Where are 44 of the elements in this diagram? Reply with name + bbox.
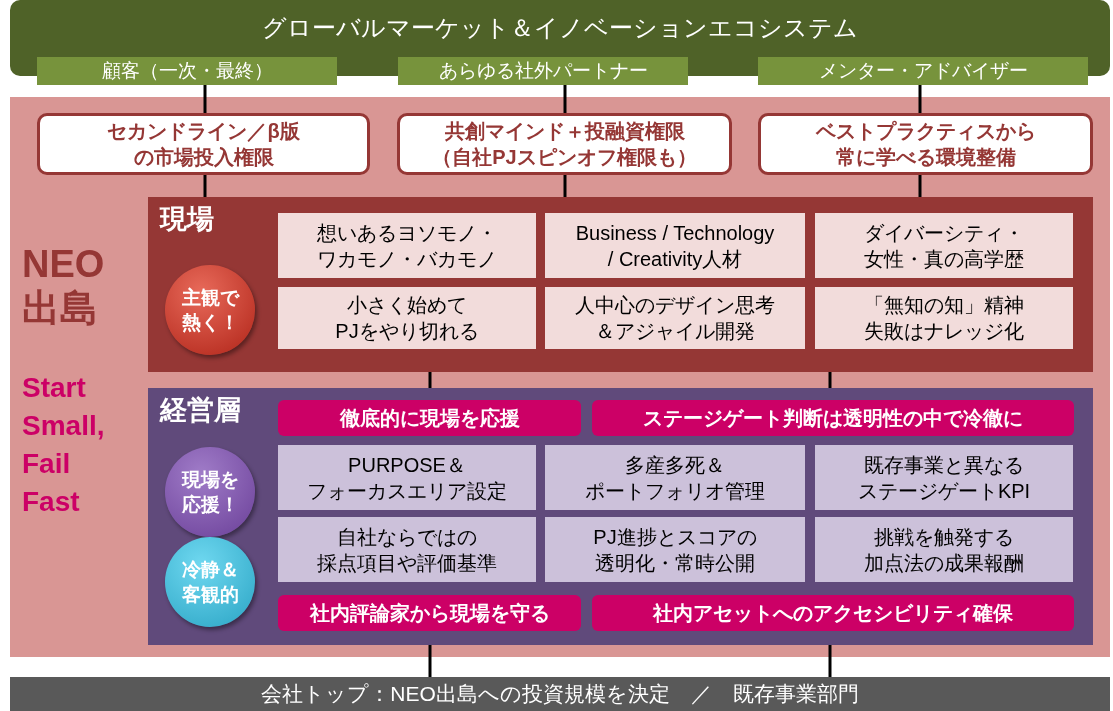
layer-panel (148, 388, 1093, 645)
text-box: 自社ならではの採点項目や評価基準 (278, 517, 536, 582)
text-box: ダイバーシティ・女性・真の高学歴 (815, 213, 1073, 278)
text-box: 「無知の知」精神失敗はナレッジ化 (815, 287, 1073, 349)
circle-badge: 現場を応援！ (165, 447, 255, 537)
text-box: PJ進捗とスコアの透明化・常時公開 (545, 517, 805, 582)
connector-line (918, 175, 922, 197)
text-box: 多産多死＆ポートフォリオ管理 (545, 445, 805, 510)
connector-line (828, 372, 832, 388)
partner-tab: 顧客（一次・最終） (37, 57, 337, 85)
text-box: 既存事業と異なるステージゲートKPI (815, 445, 1073, 510)
rounded-box: ベストプラクティスから常に学べる環境整備 (758, 113, 1093, 175)
connector-line (428, 372, 432, 388)
panel-title: 経営層 (160, 394, 241, 427)
connector-line (203, 175, 207, 197)
banner-box: ステージゲート判断は透明性の中で冷徹に (592, 400, 1074, 436)
connector-line (203, 85, 207, 113)
banner-box: 社内アセットへのアクセシビリティ確保 (592, 595, 1074, 631)
text-box: 挑戦を触発する加点法の成果報酬 (815, 517, 1073, 582)
connector-line (428, 645, 432, 677)
connector-line (563, 85, 567, 113)
rounded-box: セカンドライン／β版の市場投入権限 (37, 113, 370, 175)
layer-panel (148, 197, 1093, 372)
text-box: PURPOSE＆フォーカスエリア設定 (278, 445, 536, 510)
text-box: 小さく始めてPJをやり切れる (278, 287, 536, 349)
panel-title: NEO出島 (22, 242, 106, 330)
footer-band: 会社トップ：NEO出島への投資規模を決定 ／ 既存事業部門 (10, 677, 1110, 711)
partner-tab: メンター・アドバイザー (758, 57, 1088, 85)
banner-box: 社内評論家から現場を守る (278, 595, 581, 631)
connector-line (828, 645, 832, 677)
circle-badge: 冷静＆客観的 (165, 537, 255, 627)
rounded-box: 共創マインド＋投融資権限（自社PJスピンオフ権限も） (397, 113, 732, 175)
connector-line (918, 85, 922, 113)
panel-title: 現場 (160, 203, 214, 236)
slogan-text: Start Small, Fail Fast (22, 371, 106, 519)
text-box: 人中心のデザイン思考＆アジャイル開発 (545, 287, 805, 349)
partner-tab: あらゆる社外パートナー (398, 57, 688, 85)
outer-panel (10, 97, 1110, 657)
text-box: Business / Technology / Creativity人材 (545, 213, 805, 278)
connector-line (563, 175, 567, 197)
banner-box: 徹底的に現場を応援 (278, 400, 581, 436)
text-box: 想いあるヨソモノ・ワカモノ・バカモノ (278, 213, 536, 278)
circle-badge: 主観で熱く！ (165, 265, 255, 355)
band-title: グローバルマーケット＆イノベーションエコシステム (261, 13, 859, 43)
